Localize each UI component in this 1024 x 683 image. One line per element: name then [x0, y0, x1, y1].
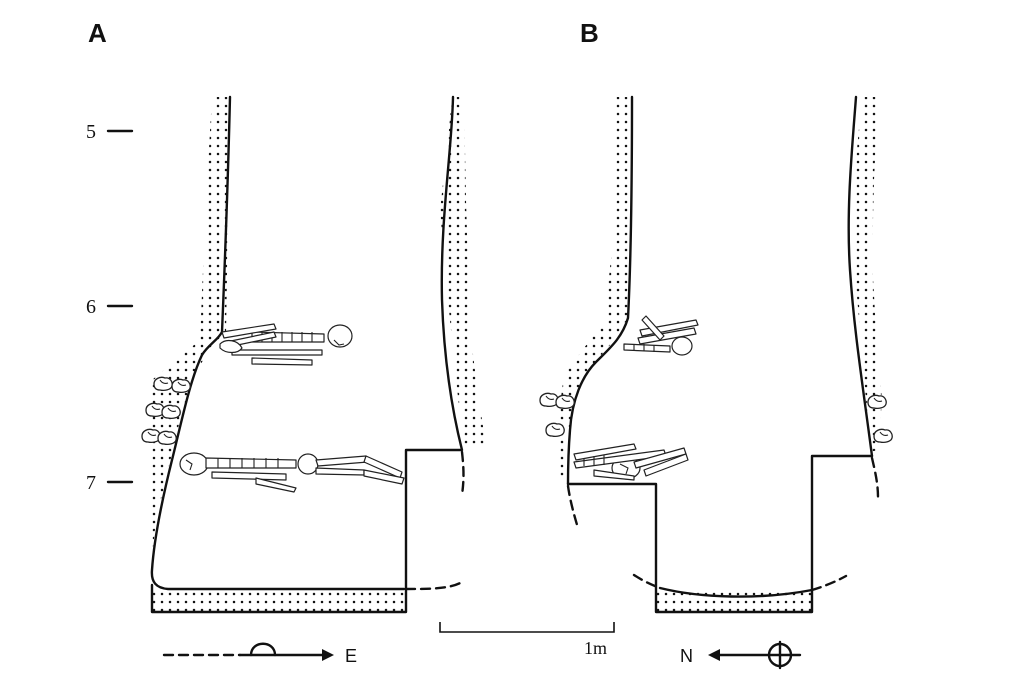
panel-b-right-wall: [847, 95, 874, 458]
stone-icon: [171, 378, 191, 394]
stone-icon: [145, 402, 165, 418]
panel-b: B: [539, 18, 893, 670]
skeleton-icon: [573, 443, 689, 481]
stone-icon: [141, 428, 161, 444]
panel-b-right-wall-dashed: [870, 456, 880, 500]
panel-a-right-wall: [150, 95, 464, 614]
scale-bar-label: 1m: [584, 638, 607, 658]
north-arrow-icon: [708, 649, 720, 661]
stone-icon: [867, 394, 887, 410]
panel-b-stones: [539, 392, 893, 444]
panel-b-left-wall-dashed: [566, 484, 580, 530]
skeleton-icon: [219, 323, 353, 366]
stone-icon: [873, 428, 893, 444]
stone-icon: [157, 430, 177, 446]
skeleton-icon: [179, 452, 405, 493]
panel-a-left-stipple: [148, 97, 230, 575]
depth-scale: 5 6 7: [86, 121, 134, 494]
panel-a-floor-dashed: [404, 580, 464, 591]
stone-icon: [539, 392, 559, 408]
panel-b-floor-dashed: [632, 573, 848, 592]
panel-a-right-stipple: [440, 97, 486, 448]
panel-b-right-stipple: [852, 97, 882, 452]
panel-b-direction: N: [680, 640, 802, 670]
panel-b-step-left: [566, 454, 874, 614]
skeleton-icon: [623, 315, 699, 356]
panel-b-letter: B: [580, 18, 599, 48]
stone-icon: [555, 394, 575, 410]
panel-a-direction-label: E: [345, 646, 357, 666]
panel-b-left-stipple: [556, 97, 632, 480]
panel-a-direction: E: [162, 642, 357, 666]
panel-b-pit-wall: [566, 95, 634, 486]
depth-label-7: 7: [86, 472, 96, 494]
panel-a-letter: A: [88, 18, 107, 48]
scale-bar: 1m: [439, 622, 615, 658]
panel-a-floor-stipple: [152, 590, 406, 612]
panel-a-right-wall-dashed: [460, 450, 465, 497]
scale-bar-line: [439, 622, 615, 633]
north-symbol-icon: [249, 642, 277, 657]
panel-a: A: [88, 18, 486, 666]
stone-icon: [153, 376, 173, 392]
panel-b-floor-curve: [658, 586, 814, 598]
depth-label-6: 6: [86, 296, 96, 318]
panel-a-pit-wall: [150, 95, 406, 591]
stone-icon: [161, 404, 181, 420]
depth-label-5: 5: [86, 121, 96, 143]
panel-b-direction-label: N: [680, 646, 693, 666]
stone-icon: [545, 422, 565, 438]
east-arrow-icon: [322, 649, 334, 661]
